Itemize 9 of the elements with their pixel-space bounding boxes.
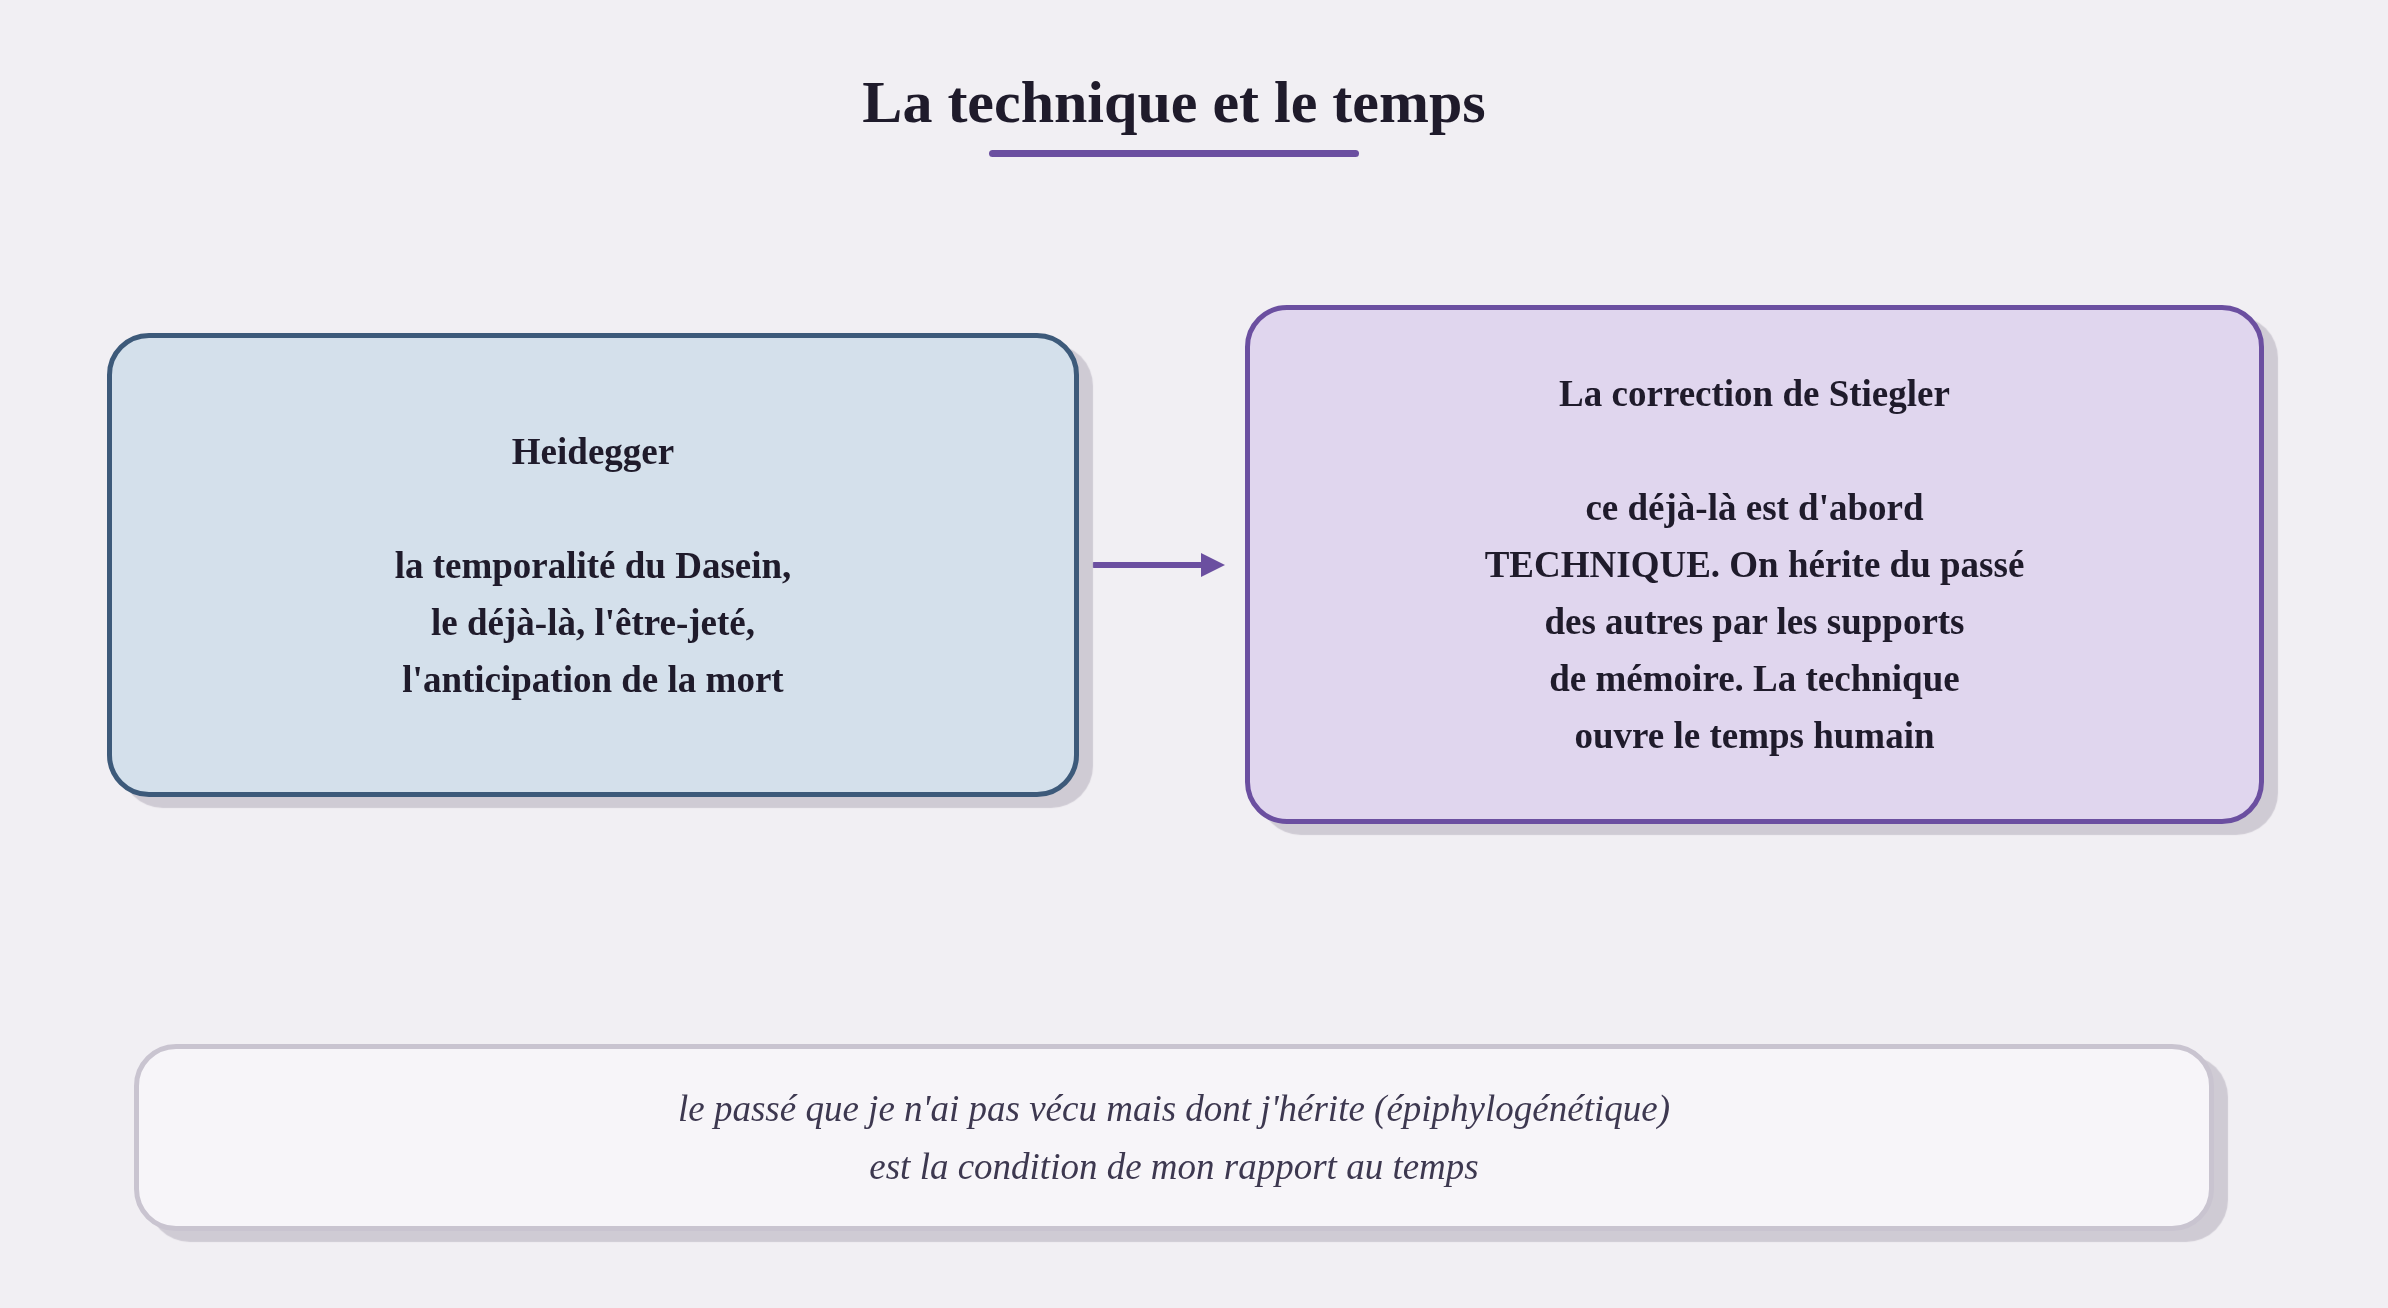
card-heading: La correction de Stiegler: [1559, 372, 1950, 416]
note-text: le passé que je n'ai pas vécu mais dont j'hérite (épiphylogénétique) est la condition de mon rapport au temps: [678, 1086, 1670, 1189]
diagram-title: La technique et le temps: [862, 68, 1486, 137]
card-text: ce déjà-là est d'abord TECHNIQUE. On hérite du passé des autres par les supports de mémoire. La technique ouvre le temps humain: [1484, 486, 2025, 758]
note-card: [134, 1044, 2214, 1231]
concept-card: [1245, 305, 2264, 824]
card-text: la temporalité du Dasein, le déjà-là, l'être-jeté, l'anticipation de la mort: [394, 543, 792, 702]
card-heading: Heidegger: [511, 429, 675, 474]
concept-card: [107, 333, 1079, 797]
